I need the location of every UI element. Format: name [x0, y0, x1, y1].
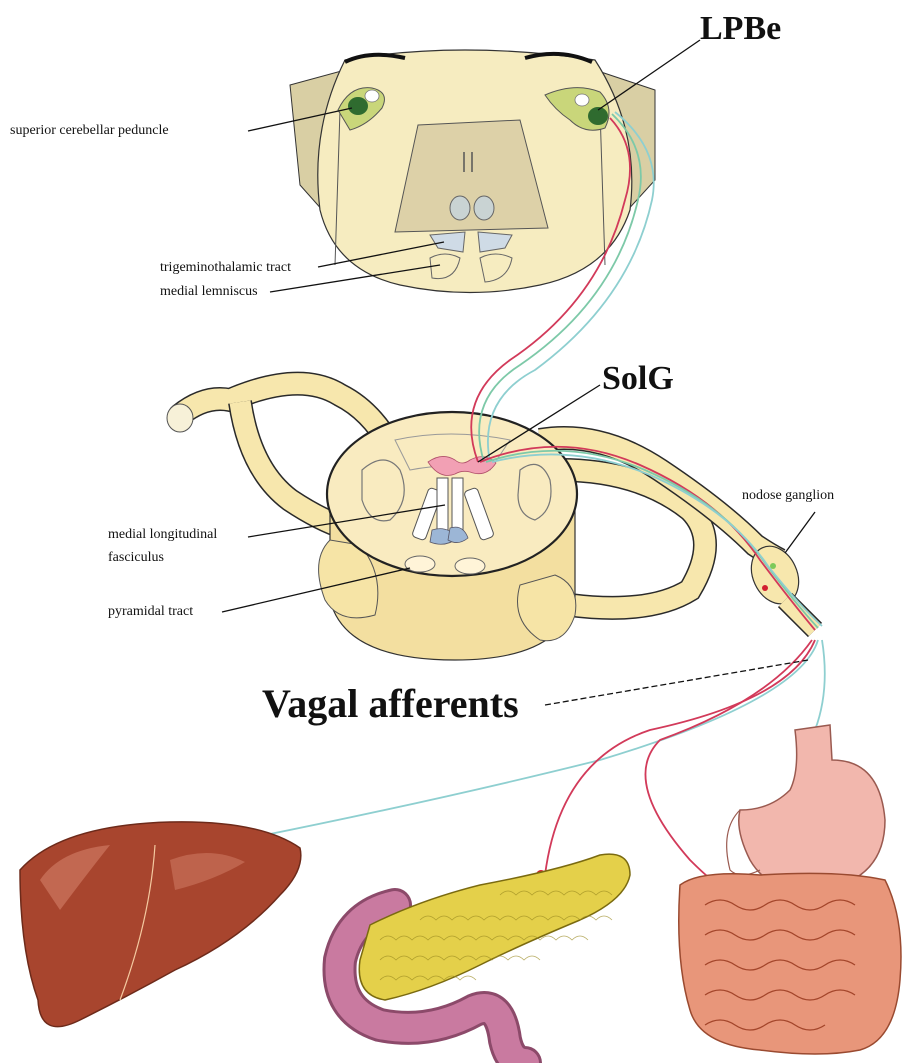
label-solg: SolG — [602, 360, 674, 398]
label-superior-cerebellar-peduncle: superior cerebellar peduncle — [10, 123, 169, 139]
nerve-root-left-end — [167, 404, 193, 432]
pancreas — [359, 854, 630, 1000]
pyramidal-tract-shape — [405, 556, 435, 572]
label-medial-longitudinal-fasciculus-line1: medial longitudinal — [108, 527, 217, 543]
fiber-to-liver — [148, 640, 818, 858]
label-medial-longitudinal-fasciculus-line2: fasciculus — [108, 550, 164, 566]
label-pyramidal-tract: pyramidal tract — [108, 604, 193, 620]
pancreas-and-duodenum — [340, 854, 631, 1063]
stomach — [727, 725, 885, 891]
label-nodose-ganglion: nodose ganglion — [742, 488, 834, 504]
label-trigeminothalamic-tract: trigeminothalamic tract — [160, 260, 291, 276]
medial-longitudinal-fasciculus-shape — [437, 478, 448, 530]
medulla-cross-section — [167, 384, 815, 660]
lpbe-nucleus-left — [348, 97, 368, 115]
intestine — [679, 873, 901, 1054]
leader-nodose-ganglion — [785, 512, 815, 553]
label-vagal-afferents: Vagal afferents — [262, 680, 519, 727]
pons-cross-section — [290, 50, 655, 293]
label-medial-lemniscus: medial lemniscus — [160, 284, 258, 300]
liver — [20, 822, 301, 1027]
leader-vagal-afferents — [545, 660, 808, 705]
label-lpbe: LPBe — [700, 10, 781, 48]
